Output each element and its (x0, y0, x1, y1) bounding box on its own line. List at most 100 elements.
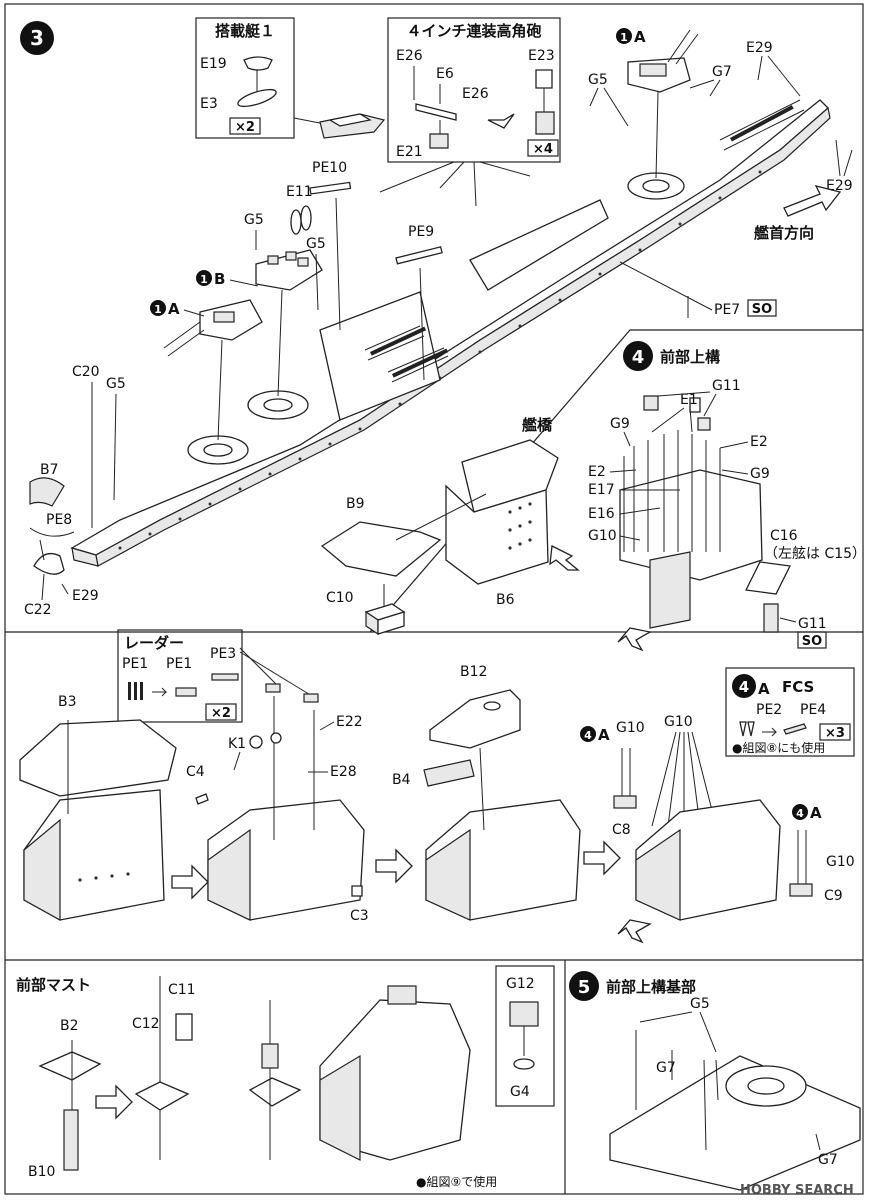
svg-text:G4: G4 (510, 1084, 530, 1100)
svg-text:4: 4 (584, 729, 592, 742)
svg-text:C10: C10 (326, 590, 354, 606)
svg-text:G7: G7 (656, 1060, 676, 1076)
arrow-icon (487, 113, 515, 129)
svg-text:E1: E1 (680, 392, 698, 408)
svg-text:E16: E16 (588, 506, 615, 522)
svg-text:PE1: PE1 (166, 656, 192, 672)
svg-text:C12: C12 (132, 1016, 160, 1032)
bridge-assembly: 艦橋 B9 C10 B6 (320, 416, 580, 636)
flow-arrow-icon (617, 627, 652, 652)
svg-text:PE4: PE4 (800, 702, 826, 718)
svg-text:5: 5 (578, 977, 591, 998)
mast-title: 前部マスト (16, 976, 91, 994)
turret-1a-left (163, 299, 263, 441)
svg-text:C8: C8 (612, 822, 631, 838)
flow-arrow-icon (171, 864, 209, 900)
step-4a-box: 4 A FCS PE2 PE4 ×3 ●組図⑧にも使用 (725, 667, 855, 757)
step-4-number: 4 前部上構 (623, 341, 720, 371)
ref-1a-left: 1 A (150, 300, 205, 318)
bow-direction-arrow-icon (783, 185, 842, 217)
svg-text:A: A (598, 726, 610, 744)
svg-text:C20: C20 (72, 364, 100, 380)
flow-arrow-icon (617, 919, 652, 944)
svg-text:E2: E2 (750, 434, 768, 450)
svg-text:E28: E28 (330, 764, 357, 780)
watermark: HOBBY SEARCH (740, 1183, 854, 1198)
step-3-labels: G5 G7 E29 E29 PE10 E11 G5 G5 PE9 PE7 SO … (24, 40, 853, 618)
svg-text:E29: E29 (746, 40, 773, 56)
svg-text:PE8: PE8 (46, 512, 72, 528)
boat-qty: ×2 (235, 120, 255, 135)
svg-text:×2: ×2 (211, 706, 231, 721)
svg-text:G5: G5 (306, 236, 326, 252)
svg-text:C16: C16 (770, 528, 798, 544)
svg-text:A: A (168, 300, 180, 318)
svg-text:B2: B2 (60, 1018, 79, 1034)
step-3-digit: 3 (30, 26, 44, 50)
radar-detail-box: レーダー PE1 PE1 PE3 ×2 (117, 629, 313, 723)
svg-text:PE7: PE7 (714, 302, 740, 318)
svg-text:B6: B6 (496, 592, 515, 608)
mast-note: ●組図⑨で使用 (416, 1174, 497, 1189)
boat-detail-box: 搭載艇１ E19 E3 ×2 (195, 17, 386, 139)
svg-text:C3: C3 (350, 908, 369, 924)
ref-1b: 1 B (196, 270, 259, 288)
turret-1a-top (627, 29, 699, 179)
flow-arrow-icon (549, 545, 580, 571)
g12-detail-box: G12 G4 (495, 965, 555, 1107)
svg-text:4: 4 (796, 807, 804, 820)
part-e6: E6 (436, 66, 454, 82)
svg-text:艦首方向: 艦首方向 (754, 224, 814, 242)
svg-text:1: 1 (154, 303, 162, 316)
svg-text:PE10: PE10 (312, 160, 347, 176)
svg-text:1: 1 (620, 31, 628, 44)
step-4-labels: G11 E1 G9 E2 E2 E17 G9 E16 G10 C16 （左舷は … (588, 378, 866, 649)
svg-text:G9: G9 (750, 466, 770, 482)
svg-text:G10: G10 (588, 528, 617, 544)
svg-text:C11: C11 (168, 982, 196, 998)
svg-text:PE9: PE9 (408, 224, 434, 240)
svg-text:G5: G5 (106, 376, 126, 392)
gun-box-title: ４インチ連装高角砲 (406, 22, 541, 40)
flow-arrow-icon (375, 848, 413, 884)
panel-3: B12 B4 (392, 664, 581, 921)
ref-1a-top: 1 A (616, 28, 646, 46)
svg-text:（左舷は C15）: （左舷は C15） (764, 546, 866, 562)
svg-text:4: 4 (739, 678, 749, 696)
svg-text:G10: G10 (616, 720, 645, 736)
svg-text:1: 1 (200, 273, 208, 286)
svg-text:A: A (810, 804, 822, 822)
panel-1-base: B3 (19, 694, 177, 922)
svg-text:B7: B7 (40, 462, 59, 478)
front-superstructure (617, 395, 791, 652)
svg-text:SO: SO (752, 302, 772, 317)
flow-arrow-icon (583, 840, 621, 876)
svg-text:E29: E29 (72, 588, 99, 604)
radar-title: レーダー (124, 634, 184, 652)
svg-text:G7: G7 (712, 64, 732, 80)
step-4-title: 前部上構 (660, 348, 720, 366)
step-5-title: 前部上構基部 (606, 978, 696, 996)
svg-text:G10: G10 (826, 854, 855, 870)
svg-text:E22: E22 (336, 714, 363, 730)
part-e21: E21 (396, 144, 423, 160)
svg-text:G12: G12 (506, 976, 535, 992)
svg-text:G5: G5 (244, 212, 264, 228)
svg-text:G7: G7 (818, 1152, 838, 1168)
gun-detail-box: ４インチ連装高角砲 E26 E6 E26 E23 E21 ×4 (379, 17, 561, 207)
svg-text:×3: ×3 (825, 726, 845, 741)
svg-text:G5: G5 (588, 72, 608, 88)
part-e19: E19 (200, 56, 227, 72)
panel-2: E22 K1 E28 C4 C3 (186, 683, 369, 924)
flow-arrow-icon (95, 1084, 133, 1120)
svg-text:●組図⑧にも使用: ●組図⑧にも使用 (732, 740, 825, 755)
part-e26-a: E26 (396, 48, 423, 64)
svg-text:E2: E2 (588, 464, 606, 480)
part-e3: E3 (200, 96, 218, 112)
svg-text:B12: B12 (460, 664, 487, 680)
svg-text:PE1: PE1 (122, 656, 148, 672)
part-e23: E23 (528, 48, 555, 64)
svg-text:B4: B4 (392, 772, 411, 788)
bridge-label: 艦橋 (522, 416, 553, 434)
